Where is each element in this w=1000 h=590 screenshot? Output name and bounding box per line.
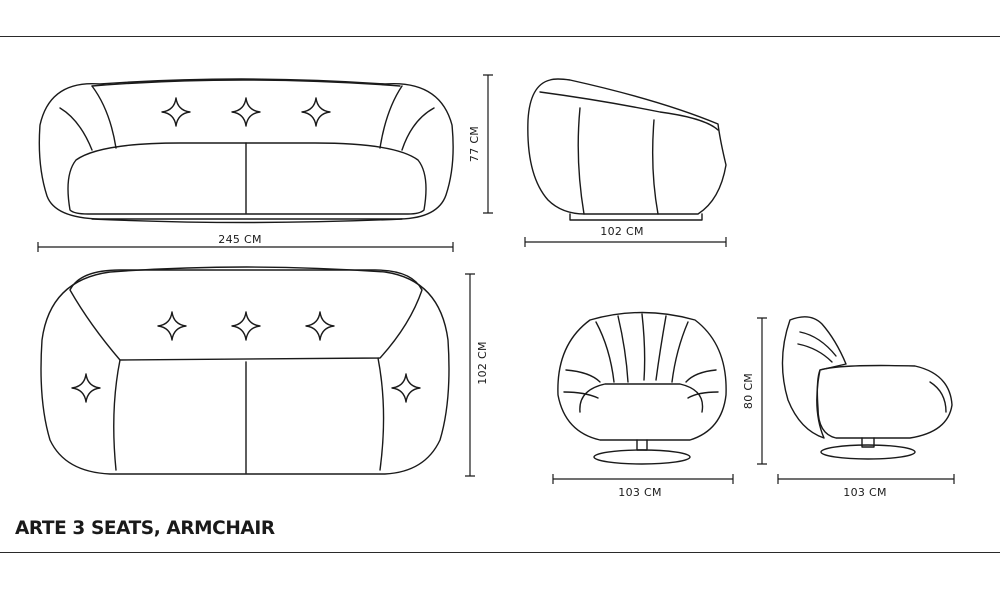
dimension-label: 77 CM bbox=[468, 126, 481, 162]
dimension-armchair-side-depth: 103 CM bbox=[777, 474, 955, 499]
sofa-top-outline bbox=[40, 266, 450, 475]
armchair-front-stem bbox=[636, 439, 648, 451]
four-point-star-icon bbox=[71, 373, 101, 403]
dimension-sofa-top-depth: 102 CM bbox=[465, 273, 489, 477]
sofa-side-base bbox=[569, 213, 703, 221]
armchair-side-base bbox=[820, 444, 916, 460]
four-point-star-icon bbox=[301, 97, 331, 127]
sofa-side-view bbox=[527, 78, 727, 221]
armchair-side-cushion-fold bbox=[929, 381, 947, 413]
dimension-label: 102 CM bbox=[600, 225, 643, 238]
sofa-top-view bbox=[40, 266, 450, 475]
armchair-side-view bbox=[781, 316, 953, 460]
sofa-top-backrest bbox=[69, 269, 423, 361]
sofa-front-left-arm bbox=[59, 85, 117, 151]
four-point-star-icon bbox=[231, 97, 261, 127]
four-point-star-icon bbox=[157, 311, 187, 341]
dimension-label: 103 CM bbox=[843, 486, 886, 499]
bottom-rule bbox=[0, 552, 1000, 553]
sofa-front-view bbox=[38, 78, 454, 224]
armchair-front-view bbox=[557, 311, 727, 465]
top-rule bbox=[0, 36, 1000, 37]
sofa-front-right-arm bbox=[379, 85, 435, 151]
armchair-side-seat bbox=[816, 364, 953, 439]
four-point-star-icon bbox=[391, 373, 421, 403]
armchair-front-side-folds bbox=[563, 369, 719, 399]
sofa-front-backrest bbox=[91, 79, 401, 87]
sofa-front-base bbox=[91, 218, 403, 224]
armchair-front-ribs bbox=[595, 313, 689, 383]
sofa-side-outline bbox=[527, 78, 727, 215]
dimension-sofa-front-width: 245 CM bbox=[37, 233, 454, 252]
armchair-front-seat bbox=[579, 383, 704, 413]
sofa-top-right-arm bbox=[377, 357, 385, 471]
armchair-side-back bbox=[781, 316, 847, 439]
sofa-side-top bbox=[539, 91, 719, 131]
dimension-label: 80 CM bbox=[742, 373, 755, 409]
armchair-side-folds bbox=[797, 331, 837, 363]
sofa-top-left-arm bbox=[113, 359, 121, 471]
four-point-star-icon bbox=[305, 311, 335, 341]
sofa-front-outline bbox=[38, 78, 454, 220]
dimension-label: 245 CM bbox=[218, 233, 261, 246]
dimension-armchair-front-width: 103 CM bbox=[552, 474, 734, 499]
page-title: ARTE 3 SEATS, ARMCHAIR bbox=[15, 518, 275, 539]
armchair-front-outline bbox=[557, 311, 727, 441]
sofa-side-seams bbox=[577, 107, 659, 215]
dimension-label: 103 CM bbox=[618, 486, 661, 499]
four-point-star-icon bbox=[161, 97, 191, 127]
dimension-sofa-front-height: 77 CM bbox=[468, 74, 493, 214]
armchair-side-stem bbox=[861, 437, 875, 448]
sofa-front-seat bbox=[67, 142, 427, 215]
four-point-star-icon bbox=[231, 311, 261, 341]
dimension-sofa-side-depth: 102 CM bbox=[524, 225, 727, 247]
dimension-armchair-height: 80 CM bbox=[742, 317, 767, 465]
dimension-label: 102 CM bbox=[476, 341, 489, 384]
armchair-front-base bbox=[593, 449, 691, 465]
